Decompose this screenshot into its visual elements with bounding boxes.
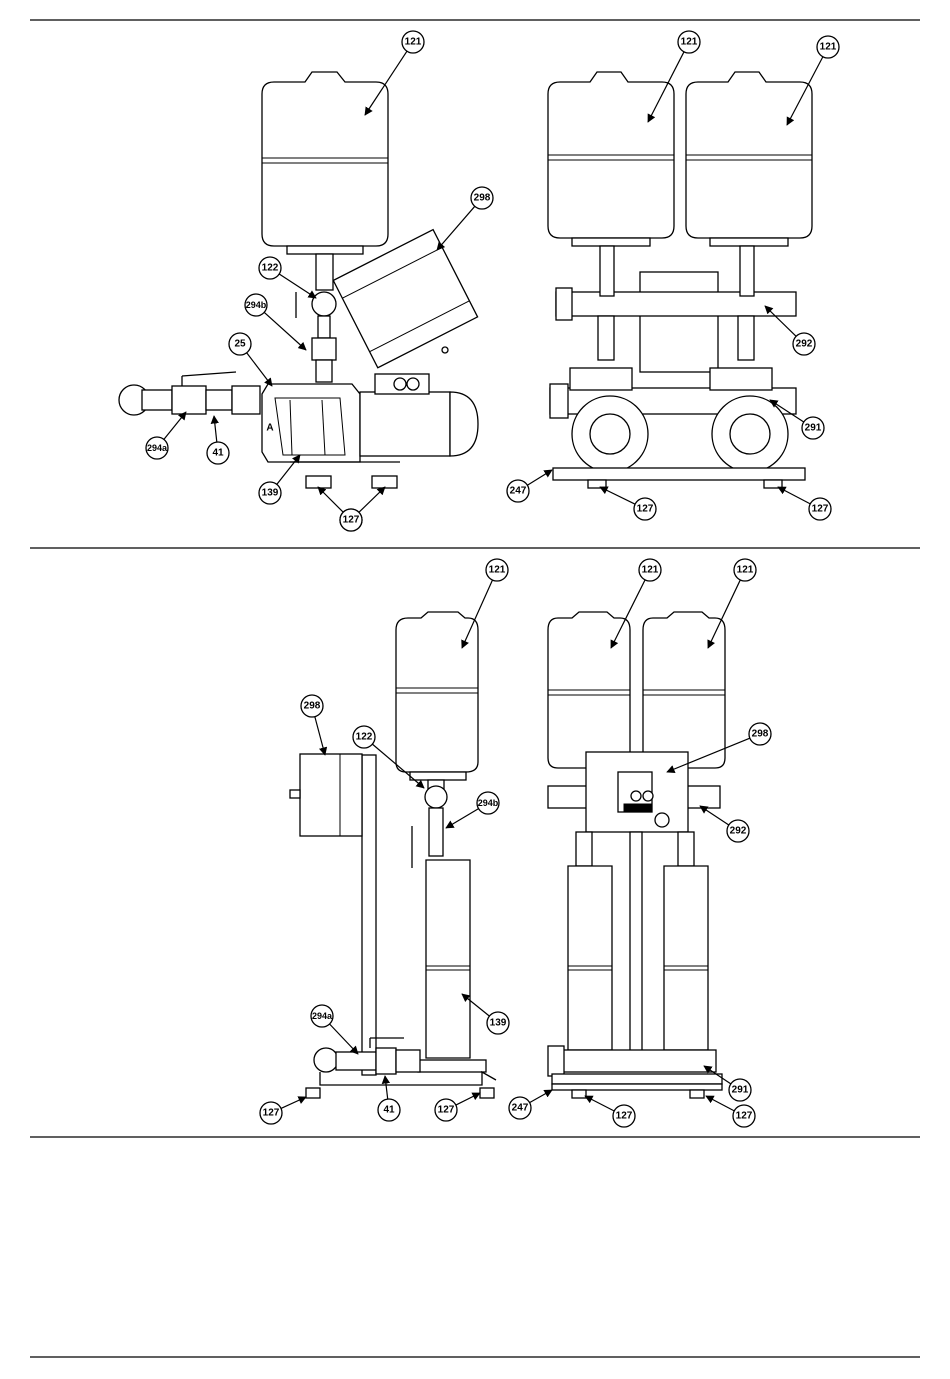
callout-label: 41 — [212, 448, 224, 459]
callout-label: 291 — [732, 1085, 749, 1096]
callout-127: 127 — [260, 1097, 306, 1124]
callout-label: 247 — [510, 486, 527, 497]
callout-label: 121 — [737, 565, 754, 576]
callout-127: 127 — [706, 1096, 755, 1127]
callout-leader-arrow — [778, 487, 810, 504]
callout-292: 292 — [700, 806, 749, 842]
callout-127: 127 — [585, 1096, 635, 1127]
callout-label: 127 — [263, 1108, 280, 1119]
callout-label: 122 — [356, 732, 373, 743]
callout-127: 127 — [435, 1093, 480, 1121]
callout-leader-arrow — [214, 416, 217, 442]
callout-127: 127 — [778, 487, 831, 520]
pump-arrow-mark: A — [266, 423, 273, 434]
callout-leader-arrow — [330, 1024, 358, 1054]
callout-leader-arrow — [315, 717, 325, 755]
callout-label: 139 — [490, 1018, 507, 1029]
callout-leader-arrow — [359, 487, 385, 512]
callout-leader-arrow — [706, 1096, 734, 1111]
callout-label: 127 — [616, 1111, 633, 1122]
callout-leader-arrow — [456, 1093, 480, 1105]
callout-leader-arrow — [279, 274, 316, 298]
callout-label: 294b — [246, 300, 267, 310]
callout-label: 291 — [805, 423, 822, 434]
callout-label: 298 — [304, 701, 321, 712]
callout-41: 41 — [378, 1076, 400, 1121]
callout-label: 41 — [383, 1105, 395, 1116]
callout-label: 127 — [438, 1105, 455, 1116]
callout-294a: 294a — [146, 412, 186, 459]
callout-298: 298 — [437, 187, 493, 250]
callout-label: 127 — [736, 1111, 753, 1122]
callout-leader-arrow — [530, 1090, 552, 1103]
callout-label: 122 — [262, 263, 279, 274]
callout-label: 121 — [405, 37, 422, 48]
callout-label: 139 — [262, 488, 279, 499]
callout-label: 298 — [474, 193, 491, 204]
callout-247: 247 — [509, 1090, 552, 1119]
callout-122: 122 — [259, 257, 316, 298]
callout-label: 294a — [147, 443, 168, 453]
callout-294b: 294b — [245, 294, 306, 350]
callout-label: 25 — [234, 339, 246, 350]
callout-leader-arrow — [527, 470, 552, 485]
callout-label: 294b — [478, 798, 499, 808]
callout-247: 247 — [507, 470, 552, 502]
callout-label: 292 — [796, 339, 813, 350]
twin-vertical-pump-view — [548, 612, 725, 1098]
callout-127: 127 — [340, 487, 385, 531]
callout-label: 121 — [642, 565, 659, 576]
callout-label: 127 — [637, 504, 654, 515]
callout-leader-arrow — [585, 1096, 614, 1111]
callout-label: 292 — [730, 826, 747, 837]
callout-leader-arrow — [700, 806, 729, 825]
callout-leader-arrow — [247, 353, 272, 386]
callout-leader-arrow — [318, 487, 343, 512]
callout-label: 121 — [489, 565, 506, 576]
callout-25: 25 — [229, 333, 272, 386]
callout-leader-arrow — [437, 206, 475, 250]
callout-leader-arrow — [600, 487, 635, 504]
callout-294b: 294b — [446, 792, 499, 828]
callout-label: 121 — [681, 37, 698, 48]
callout-label: 247 — [512, 1103, 529, 1114]
callout-label: 298 — [752, 729, 769, 740]
callout-leader-arrow — [385, 1076, 388, 1099]
callout-label: 294a — [312, 1011, 333, 1021]
callout-leader-arrow — [446, 809, 479, 828]
callout-leader-arrow — [281, 1097, 306, 1108]
callout-label: 127 — [812, 504, 829, 515]
twin-horizontal-pump-view — [548, 72, 812, 488]
callout-294a: 294a — [311, 1005, 358, 1054]
single-horizontal-pump-view: A — [119, 72, 478, 488]
callout-leader-arrow — [164, 412, 186, 439]
callout-leader-arrow — [264, 312, 306, 350]
callout-41: 41 — [207, 416, 229, 464]
callout-121: 121 — [365, 31, 424, 115]
callout-127: 127 — [600, 487, 656, 520]
callout-label: 127 — [343, 515, 360, 526]
callout-label: 121 — [820, 42, 837, 53]
callout-298: 298 — [301, 695, 325, 755]
